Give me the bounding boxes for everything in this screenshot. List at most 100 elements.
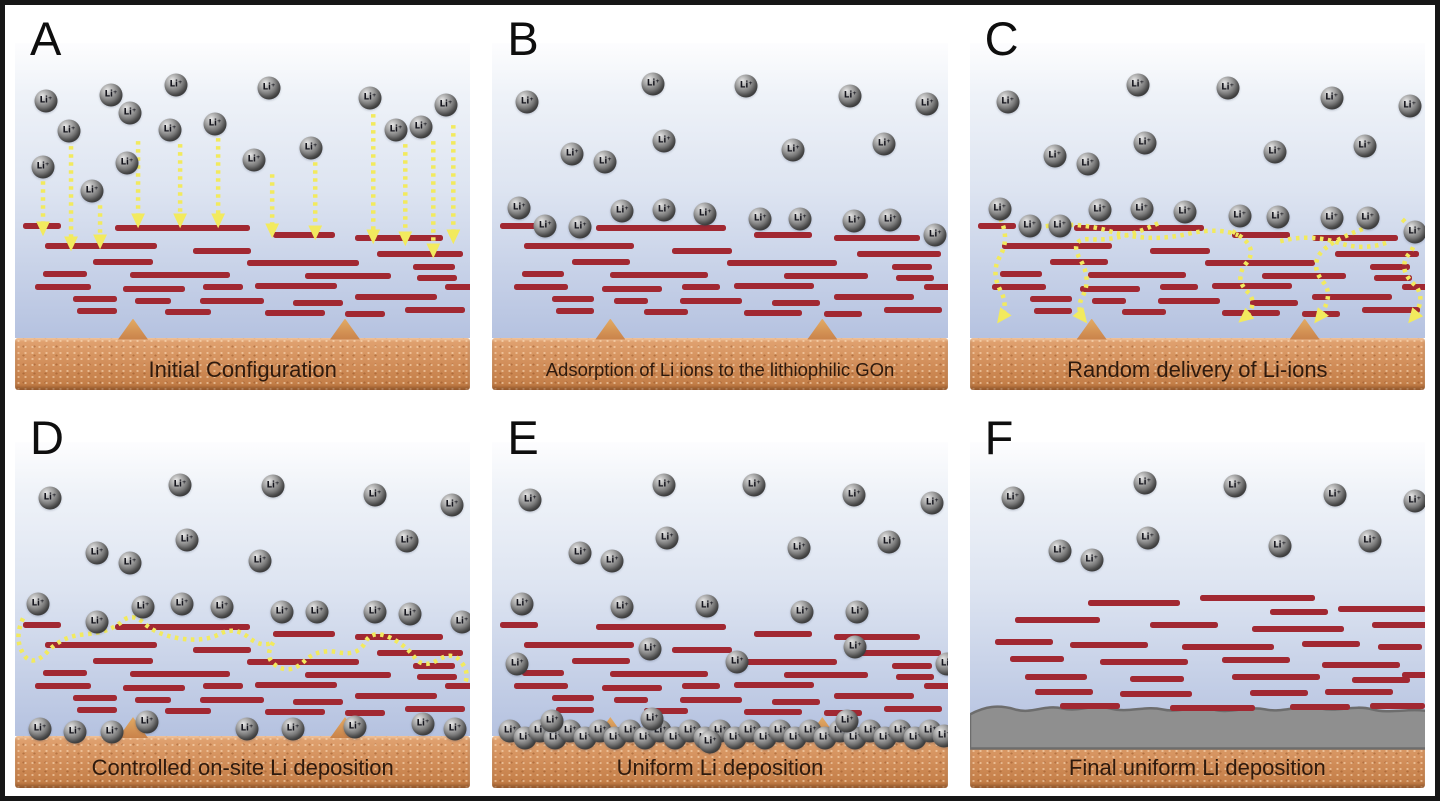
electrolyte-background (492, 441, 948, 736)
li-ion-label: Li⁺ (1228, 480, 1242, 491)
li-ion-label: Li⁺ (104, 89, 118, 100)
li-ion-label: Li⁺ (840, 715, 854, 726)
go-nanosheet-layer (355, 633, 443, 640)
floating-li-ion: Li⁺ (915, 92, 939, 116)
floating-li-ion: Li⁺ (203, 112, 227, 136)
floating-li-ion: Li⁺ (1043, 144, 1067, 168)
go-nanosheet-layer (93, 259, 153, 265)
li-ion-label: Li⁺ (545, 715, 559, 726)
floating-li-ion: Li⁺ (920, 491, 944, 514)
panel-label: C (984, 13, 1019, 65)
li-ion-label: Li⁺ (573, 547, 587, 558)
go-nanosheet-layer (377, 649, 463, 656)
li-ion-label: Li⁺ (1006, 492, 1020, 503)
adsorbed-li-ion: Li⁺ (693, 202, 717, 226)
li-ion-label: Li⁺ (253, 555, 267, 566)
go-nanosheet-layer (1199, 594, 1315, 601)
go-nanosheet-layer (994, 638, 1053, 645)
go-nanosheet-layer (417, 275, 457, 281)
go-nanosheet-layer (680, 696, 743, 703)
li-ion-label: Li⁺ (643, 643, 657, 654)
go-nanosheet-layer (977, 223, 1016, 229)
li-ion-label: Li⁺ (548, 732, 562, 743)
li-ion-label: Li⁺ (262, 82, 276, 93)
li-ion-label: Li⁺ (795, 606, 809, 617)
floating-li-ion: Li⁺ (734, 74, 758, 98)
li-ion-label: Li⁺ (169, 79, 183, 90)
li-ion-label: Li⁺ (657, 135, 671, 146)
li-ion-label: Li⁺ (848, 641, 862, 652)
li-ion-label: Li⁺ (937, 730, 948, 741)
li-ion-label: Li⁺ (908, 732, 922, 743)
adsorbed-li-ion: Li⁺ (725, 650, 749, 673)
go-nanosheet-layer (43, 669, 87, 676)
floating-li-ion: Li⁺ (115, 151, 139, 175)
li-ion-label: Li⁺ (578, 732, 592, 743)
floating-li-ion: Li⁺ (1320, 86, 1344, 110)
deposited-li-ion: Li⁺ (281, 717, 305, 740)
li-ion-label: Li⁺ (1325, 92, 1339, 103)
adsorbed-li-ion: Li⁺ (638, 637, 662, 660)
floating-li-ion: Li⁺ (1133, 131, 1157, 155)
adsorbed-li-ion: Li⁺ (790, 600, 814, 623)
li-ion-path-arrow (1313, 224, 1371, 324)
li-ion-label: Li⁺ (993, 203, 1007, 214)
deposited-li-ion: Li⁺ (100, 720, 124, 743)
go-nanosheet-layer (200, 298, 264, 304)
adsorbed-li-ion: Li⁺ (270, 600, 294, 623)
floating-li-ion: Li⁺ (1353, 134, 1377, 158)
li-ion-label: Li⁺ (1053, 545, 1067, 556)
floating-li-ion: Li⁺ (38, 486, 62, 509)
adsorbed-li-ion: Li⁺ (398, 602, 422, 625)
adsorbed-li-ion: Li⁺ (610, 595, 634, 618)
floating-li-ion: Li⁺ (242, 148, 266, 172)
go-nanosheet-layer (1181, 643, 1274, 650)
go-nanosheet-layer (1204, 260, 1315, 266)
go-nanosheet-layer (1091, 298, 1126, 304)
li-ion-label: Li⁺ (847, 215, 861, 226)
go-nanosheet-layer (500, 223, 539, 229)
li-ion-label: Li⁺ (703, 736, 717, 747)
floating-li-ion: Li⁺ (781, 138, 805, 162)
floating-li-ion: Li⁺ (872, 132, 896, 156)
li-ion-label: Li⁺ (1358, 140, 1372, 151)
go-nanosheet-layer (413, 264, 455, 270)
li-ion-label: Li⁺ (510, 658, 524, 669)
substrate-caption: Random delivery of Li-ions (1067, 356, 1328, 382)
go-nanosheet-layer (744, 708, 803, 715)
li-ion-label: Li⁺ (286, 723, 300, 734)
go-nanosheet-layer (73, 694, 117, 701)
floating-li-ion: Li⁺ (1076, 152, 1100, 176)
li-ion-label: Li⁺ (877, 138, 891, 149)
li-ion-label: Li⁺ (448, 723, 462, 734)
go-nanosheet-layer (727, 260, 838, 266)
floating-li-ion: Li⁺ (996, 90, 1020, 114)
go-nanosheet-layer (1099, 658, 1188, 665)
go-nanosheet-layer (734, 283, 815, 289)
go-nanosheet-layer (1269, 608, 1328, 615)
li-ion-label: Li⁺ (883, 214, 897, 225)
deposited-li-ion: Li⁺ (540, 709, 564, 732)
li-ion-path (1029, 222, 1239, 241)
go-nanosheet-layer (772, 300, 821, 306)
go-nanosheet-layer (727, 658, 838, 665)
panel: Initial Configuration A Li⁺Li⁺Li⁺Li⁺Li⁺L… (15, 13, 471, 390)
electrolyte-background (492, 43, 948, 338)
go-nanosheet-layer (255, 283, 337, 289)
floating-li-ion: Li⁺ (1136, 526, 1160, 549)
go-nanosheet-layer (680, 298, 743, 304)
go-nanosheet-layer (834, 633, 921, 640)
adsorbed-li-ion: Li⁺ (842, 209, 866, 233)
go-nanosheet-layer (200, 696, 264, 703)
copper-substrate: Adsorption of Li ions to the lithiophili… (492, 337, 948, 390)
go-nanosheet-layer (522, 669, 565, 676)
go-nanosheet-layer (514, 284, 569, 290)
li-ion-label: Li⁺ (925, 497, 939, 508)
go-nanosheet-layer (203, 284, 243, 290)
adsorbed-li-ion: Li⁺ (695, 594, 719, 617)
floating-li-ion: Li⁺ (175, 528, 199, 551)
adsorbed-li-ion: Li⁺ (988, 197, 1012, 221)
floating-li-ion: Li⁺ (877, 530, 901, 553)
go-nanosheet-layer (682, 682, 721, 689)
go-nanosheet-layer (834, 294, 915, 300)
